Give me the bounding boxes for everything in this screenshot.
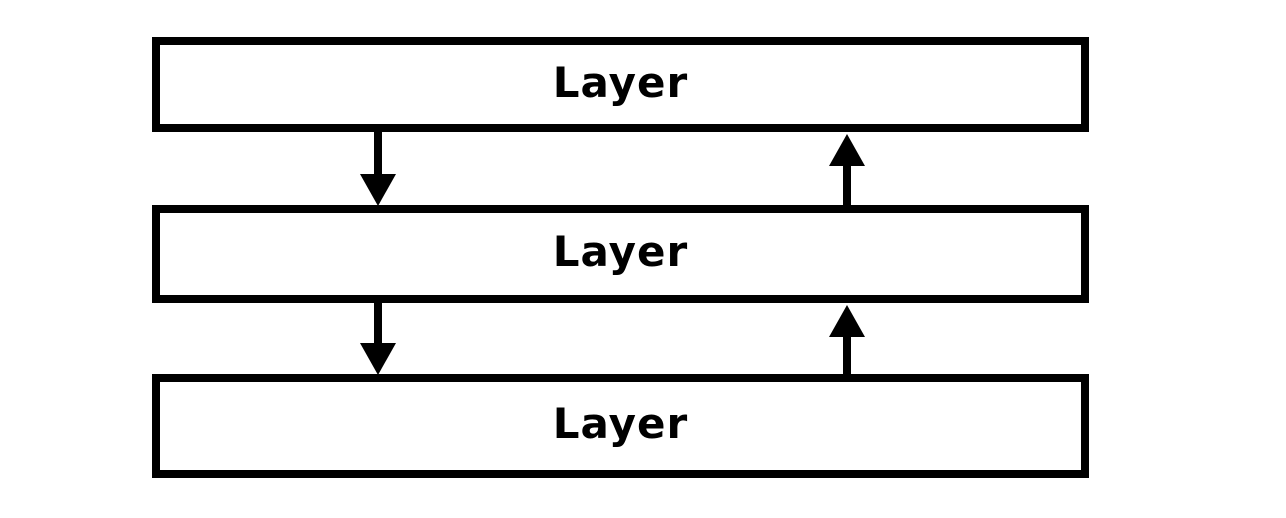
arrow-stem: [843, 164, 851, 207]
arrow-stem: [843, 335, 851, 376]
arrow-stem: [374, 130, 382, 176]
layer-box-2: Layer: [152, 205, 1089, 303]
layer-label-1: Layer: [552, 57, 689, 107]
layer-label-3: Layer: [552, 399, 689, 448]
arrow-head: [829, 305, 865, 337]
layer-box-1: Layer: [152, 37, 1089, 132]
arrow-stem: [374, 301, 382, 345]
arrow-head: [829, 134, 865, 166]
layer-label-2: Layer: [552, 227, 689, 276]
arrow-head: [360, 174, 396, 206]
layer-box-3: Layer: [152, 374, 1089, 478]
arrow-head: [360, 343, 396, 375]
